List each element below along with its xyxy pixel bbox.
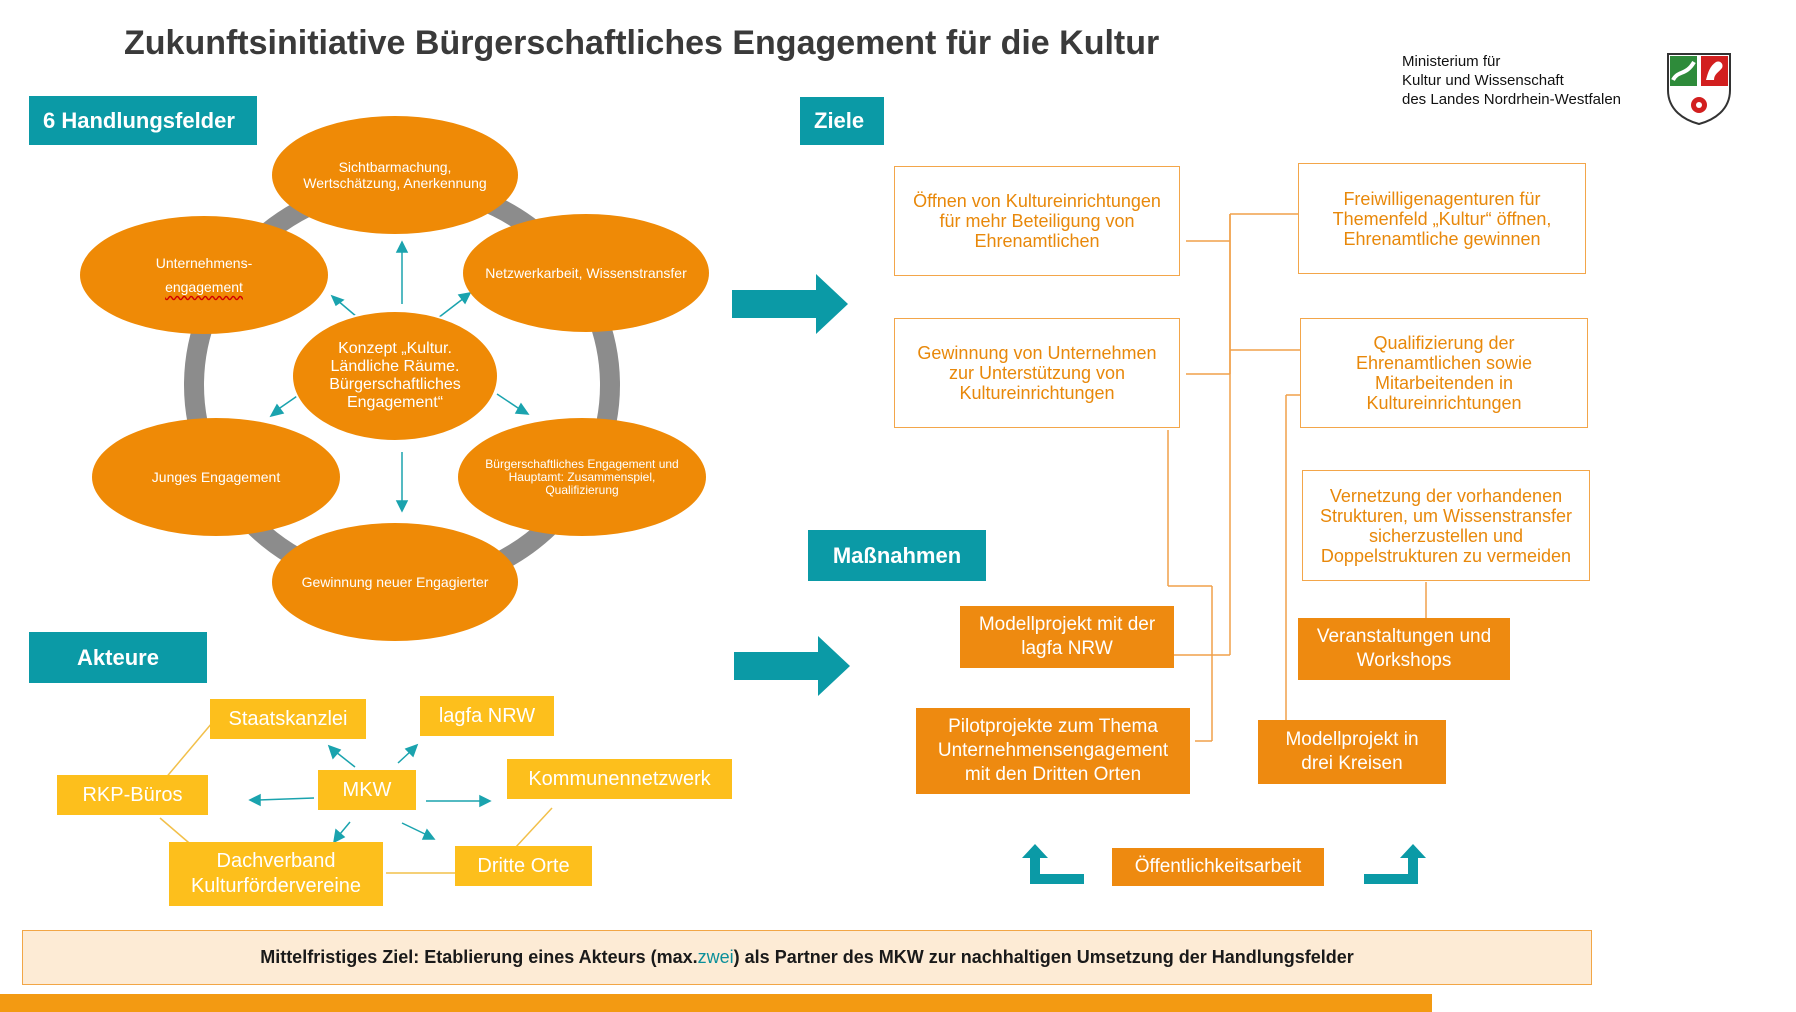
handlungsfeld-hauptamt: Bürgerschaftliches Engagement und Haupta… (458, 418, 706, 536)
big-arrow-top (732, 274, 848, 334)
ministry-name: Ministerium für Kultur und Wissenschaft … (1402, 53, 1622, 108)
akteur-kommunennetzwerk: Kommunennetzwerk (507, 759, 732, 799)
big-arrow-bottom (734, 636, 850, 696)
akteur-dachverband: Dachverband Kulturfördervereine (169, 842, 383, 906)
bottom-suffix: ) als Partner des MKW zur nachhaltigen U… (733, 947, 1354, 967)
akteur-mkw: MKW (318, 770, 416, 810)
konzept-center: Konzept „Kultur. Ländliche Räume. Bürger… (291, 310, 499, 442)
ziel-vernetzung: Vernetzung der vorhandenen Strukturen, u… (1302, 470, 1590, 581)
massnahme-pilotprojekte: Pilotprojekte zum Thema Unternehmensenga… (916, 708, 1190, 794)
section-ziele: Ziele (800, 97, 884, 145)
massnahme-modellprojekt-lagfa: Modellprojekt mit der lagfa NRW (960, 606, 1174, 668)
page-title: Zukunftsinitiative Bürgerschaftliches En… (124, 24, 1160, 62)
unternehmens-line2: engagement (165, 279, 243, 295)
akteur-lagfa: lagfa NRW (420, 696, 554, 736)
unternehmens-line1: Unternehmens- (155, 255, 253, 271)
corner-arrows (1022, 844, 1426, 884)
bottom-prefix: Mittelfristiges Ziel: Etablierung eines … (260, 947, 698, 967)
akteur-staatskanzlei: Staatskanzlei (210, 699, 366, 739)
akteur-rkp-bueros: RKP-Büros (57, 775, 208, 815)
ziel-gewinnung: Gewinnung von Unternehmen zur Unterstütz… (894, 318, 1180, 428)
massnahme-veranstaltungen: Veranstaltungen und Workshops (1298, 618, 1510, 680)
ziele-connectors (1166, 213, 1427, 742)
handlungsfeld-junges-engagement: Junges Engagement (92, 418, 340, 536)
bottom-highlight: zwei (697, 947, 734, 967)
ziel-oeffnen: Öffnen von Kultureinrichtungen für mehr … (894, 166, 1180, 276)
ziel-qualifizierung: Qualifizierung der Ehrenamtlichen sowie … (1300, 318, 1588, 428)
mittelfristiges-ziel-bar: Mittelfristiges Ziel: Etablierung eines … (22, 930, 1592, 985)
massnahme-modellprojekt-kreise: Modellprojekt in drei Kreisen (1258, 720, 1446, 784)
akteur-dritte-orte: Dritte Orte (455, 846, 592, 886)
massnahme-oeffentlichkeitsarbeit: Öffentlichkeitsarbeit (1112, 848, 1324, 886)
handlungsfeld-netzwerkarbeit: Netzwerkarbeit, Wissenstransfer (463, 214, 709, 332)
nrw-crest-icon (1667, 53, 1731, 126)
handlungsfeld-sichtbarmachung: Sichtbarmachung, Wertschätzung, Anerkenn… (272, 116, 518, 234)
handlungsfeld-gewinnung: Gewinnung neuer Engagierter (272, 523, 518, 641)
mkw-arrows (248, 743, 492, 844)
section-akteure: Akteure (29, 632, 207, 683)
ziel-freiwilligenagenturen: Freiwilligenagenturen für Themenfeld „Ku… (1298, 163, 1586, 274)
handlungsfeld-unternehmensengagement: Unternehmens- engagement (80, 216, 328, 334)
footer-strip (0, 994, 1432, 1012)
section-massnahmen: Maßnahmen (808, 530, 986, 581)
section-handlungsfelder: 6 Handlungsfelder (29, 96, 257, 145)
